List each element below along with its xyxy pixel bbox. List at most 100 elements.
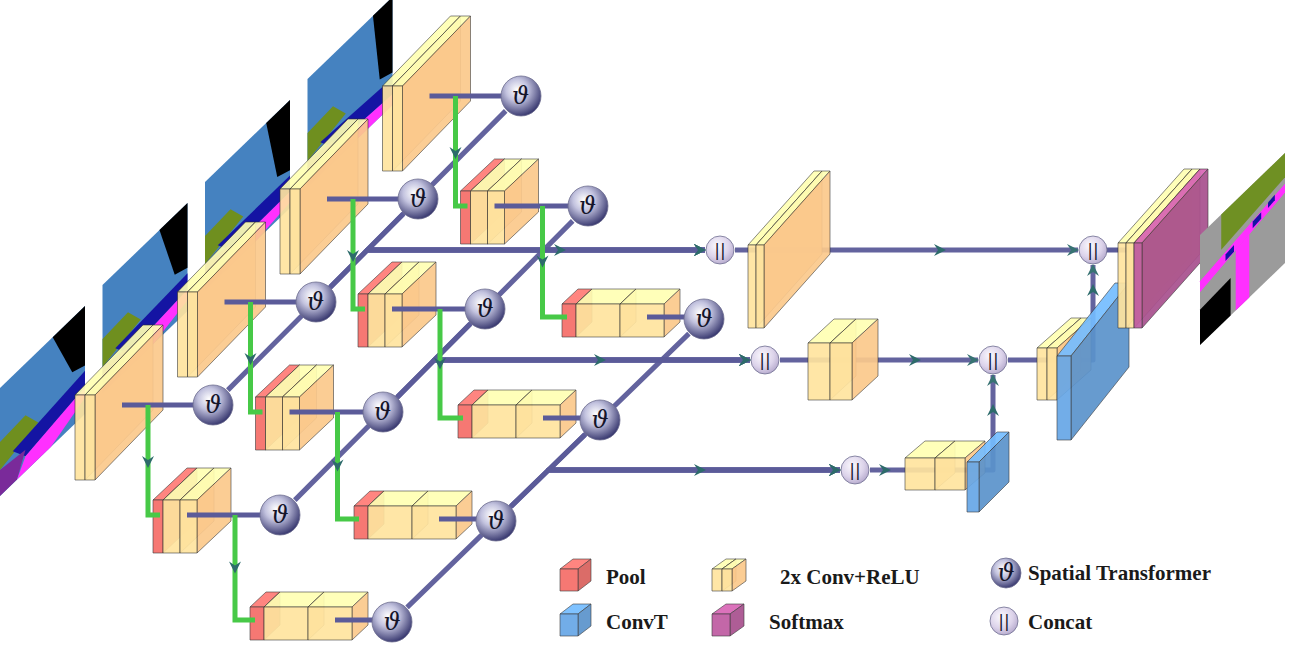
layer-block (712, 604, 744, 636)
node-circle (476, 501, 516, 541)
layer-block (620, 289, 680, 337)
node-circle (372, 602, 412, 642)
diagram-part (1057, 356, 1071, 440)
diagram-part (471, 191, 488, 244)
diagram-part (368, 506, 412, 539)
layer-block (308, 592, 368, 640)
diagram-part (756, 245, 764, 328)
legend-swatch (560, 604, 591, 636)
flow-arrowhead (694, 464, 706, 476)
legend-symbol-circle (990, 607, 1018, 635)
diagram-part (283, 397, 300, 450)
diagram-part (188, 292, 198, 377)
diagram-part (576, 304, 620, 337)
decoder (554, 153, 1285, 512)
layer-block (1134, 169, 1208, 328)
legend-text: ConvT (606, 611, 668, 634)
layer-block (830, 319, 878, 400)
spatial-transformer-node: ϑ (475, 500, 517, 542)
flow-arrowhead (142, 456, 154, 468)
layer-block (385, 262, 436, 347)
legend-symbol: ϑ (997, 561, 1014, 585)
diagram-part (764, 171, 830, 328)
spatial-transformer-node: ϑ (464, 288, 506, 330)
diagram-part (1142, 169, 1208, 328)
node-circle (398, 179, 438, 219)
layer-block (722, 559, 746, 591)
diagram-part (354, 506, 368, 539)
diagram-part (732, 559, 746, 591)
spatial-transformer-node: ϑ (371, 601, 413, 643)
concat-node: || (840, 455, 870, 485)
diagram-part (402, 262, 436, 347)
legend-text: 2x Conv+ReLU (780, 566, 920, 589)
diagram-part (256, 397, 266, 450)
diagram-part (461, 191, 471, 244)
node-circle (296, 282, 336, 322)
layer-block (412, 491, 472, 539)
legend-swatch (712, 559, 746, 591)
diagram-part (300, 365, 334, 450)
node-circle (193, 385, 233, 425)
wires (122, 96, 704, 620)
segmentation-image (0, 306, 85, 496)
diagram-part (472, 405, 516, 438)
diagram-part (664, 289, 680, 337)
diagram-part (358, 294, 368, 347)
connector (549, 435, 841, 470)
node-symbol: ϑ (204, 393, 221, 417)
node-circle (684, 299, 724, 339)
diagram-part (264, 607, 308, 640)
flow-arrowhead (450, 147, 462, 159)
diagram-part (1236, 234, 1250, 311)
node-circle (260, 495, 300, 535)
flow-arrowhead (1087, 284, 1099, 296)
diagram-part (1037, 348, 1047, 400)
node-circle (580, 400, 620, 440)
node-symbol: ϑ (374, 400, 391, 424)
node-symbol: || (714, 242, 725, 259)
diagram-part (266, 397, 283, 450)
node-circle (465, 289, 505, 329)
legend-text: Concat (1028, 611, 1092, 634)
diagram-part (722, 569, 732, 591)
diagram-part (1047, 348, 1057, 400)
layer-block (180, 468, 231, 553)
node-symbol: || (987, 352, 998, 369)
spatial-transformer-node: ϑ (362, 391, 404, 433)
diagram-part (560, 569, 578, 591)
spatial-transformer-node: ϑ (295, 281, 337, 323)
diagram-part (1253, 212, 1262, 228)
segmentation-image (1200, 153, 1285, 345)
diagram-part (1226, 245, 1235, 261)
diagram-part (1126, 243, 1134, 328)
diagram-part (1134, 243, 1142, 328)
layer-block (967, 432, 1009, 512)
connector (511, 470, 840, 506)
node-symbol: ϑ (476, 297, 493, 321)
node-symbol: ϑ (487, 509, 504, 533)
legend-symbol-circle (991, 558, 1021, 588)
diagram-part (505, 159, 539, 244)
flow-arrowhead (245, 353, 257, 365)
legend-text: Spatial Transformer (1028, 562, 1211, 585)
node-circle (501, 76, 541, 116)
connector (549, 334, 841, 470)
layer-block (516, 390, 576, 438)
layer-block (560, 604, 591, 636)
diagram-part (163, 500, 180, 553)
diagram-part (85, 395, 95, 480)
node-circle (1079, 236, 1107, 264)
node-symbol: ϑ (591, 408, 608, 432)
node-symbol: ϑ (271, 503, 288, 527)
flow-arrowhead (987, 404, 999, 416)
diagram-part (383, 86, 393, 171)
diagram-part (178, 292, 188, 377)
diagram-part (0, 306, 85, 496)
diagram-part (456, 491, 472, 539)
flow-arrowhead (434, 358, 446, 370)
node-symbol: ϑ (409, 187, 426, 211)
pool-path (338, 412, 360, 519)
diagram-part (578, 604, 591, 636)
